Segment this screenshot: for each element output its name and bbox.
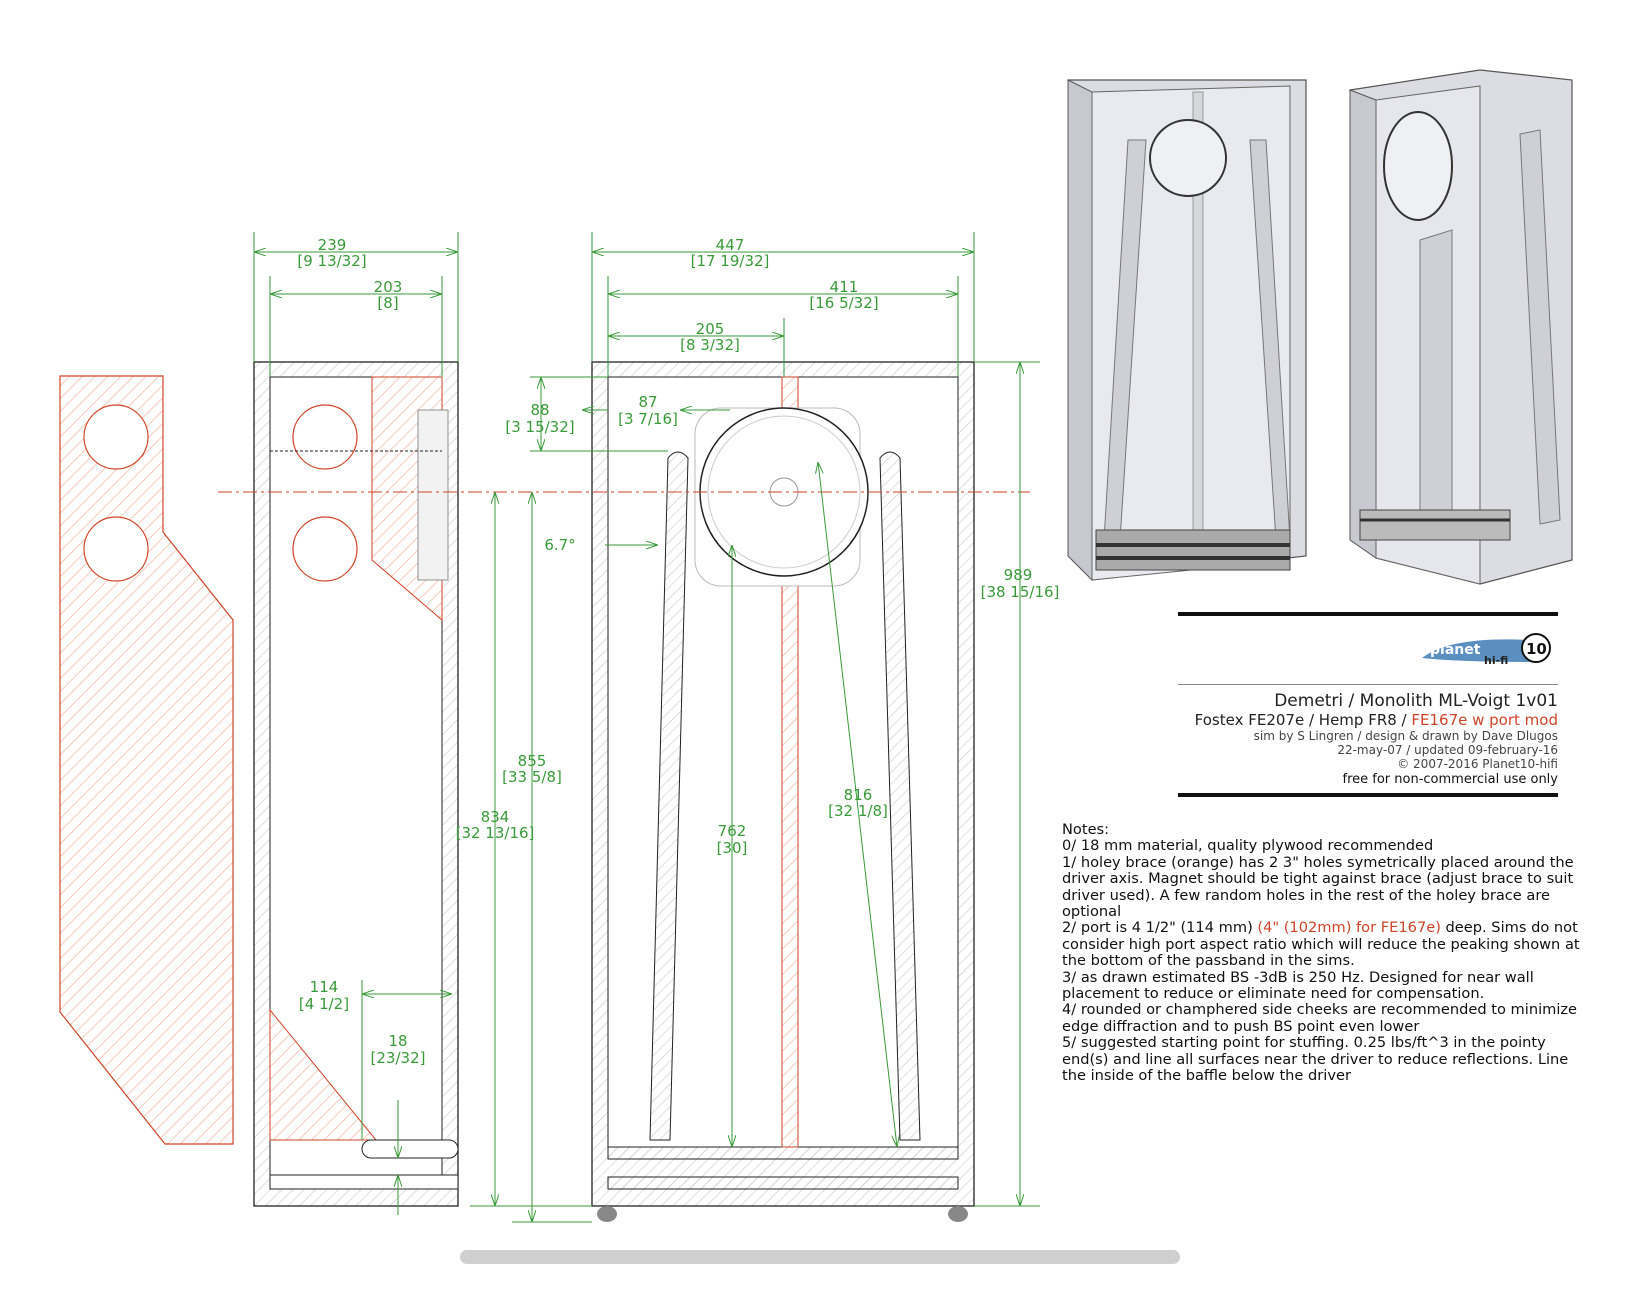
note-4: 4/ rounded or champhered side cheeks are… <box>1062 1001 1578 1035</box>
drawing-credit: sim by S Lingren / design & drawn by Dav… <box>1253 729 1558 743</box>
dim-239-in: [9 13/32] <box>297 252 366 270</box>
dim-816-in: [32 1/8] <box>828 802 888 820</box>
dim-203: 203 <box>374 278 403 296</box>
notes-heading: Notes: <box>1062 821 1110 838</box>
dimension-lines <box>253 232 1040 1223</box>
front-view <box>591 361 975 1222</box>
svg-text:hi-fi: hi-fi <box>1484 654 1508 667</box>
note-3: 3/ as drawn estimated BS -3dB is 250 Hz.… <box>1062 968 1534 1003</box>
holey-brace <box>59 375 234 1145</box>
dim-816: 816 <box>844 786 873 804</box>
side-view <box>253 361 459 1207</box>
dimension-labels: 239 [9 13/32] 203 [8] 447 [17 19/32] 411… <box>297 236 1059 1067</box>
dim-989: 989 <box>1004 566 1033 584</box>
dim-88-in: [3 15/32] <box>505 418 574 436</box>
note-1: 1/ holey brace (orange) has 2 3" holes s… <box>1062 853 1574 921</box>
dim-87-in: [3 7/16] <box>618 410 678 428</box>
title-block-thin-rule <box>1178 684 1558 685</box>
dim-angle: 6.7° <box>544 536 575 554</box>
notes-block: Notes: 0/ 18 mm material, quality plywoo… <box>1062 821 1582 1085</box>
dim-87: 87 <box>638 393 657 411</box>
dim-447-in: [17 19/32] <box>691 252 770 270</box>
planet10-logo: planet hi-fi 10 <box>1420 628 1560 668</box>
dim-18: 18 <box>388 1032 407 1050</box>
dim-18-in: [23/32] <box>371 1049 426 1067</box>
title-block-bottom-rule <box>1178 793 1558 797</box>
dim-855: 855 <box>518 752 547 770</box>
dim-989-in: [38 15/16] <box>981 583 1060 601</box>
drawing-dates: 22-may-07 / updated 09-february-16 <box>1337 743 1558 757</box>
render-front-3d <box>1067 79 1307 582</box>
dim-239: 239 <box>318 236 347 254</box>
horizontal-scrollbar[interactable] <box>460 1250 1180 1264</box>
drawing-subtitle: Fostex FE207e / Hemp FR8 / FE167e w port… <box>1194 711 1558 729</box>
title-block: Demetri / Monolith ML-Voigt 1v01 Fostex … <box>1178 612 1558 797</box>
dim-205: 205 <box>696 320 725 338</box>
dim-203-in: [8] <box>377 294 398 312</box>
dim-114-in: [4 1/2] <box>299 995 349 1013</box>
render-back-3d <box>1349 69 1573 585</box>
dim-88: 88 <box>530 401 549 419</box>
title-block-top-rule <box>1178 612 1558 616</box>
dim-114: 114 <box>310 978 339 996</box>
dim-447: 447 <box>716 236 745 254</box>
dim-762-in: [30] <box>717 839 748 857</box>
dim-834: 834 <box>481 808 510 826</box>
svg-text:planet: planet <box>1430 642 1481 658</box>
drawing-license: free for non-commercial use only <box>1342 772 1559 787</box>
dim-762: 762 <box>718 822 747 840</box>
dim-205-in: [8 3/32] <box>680 336 740 354</box>
note-5: 5/ suggested starting point for stuffing… <box>1062 1034 1569 1085</box>
note-0: 0/ 18 mm material, quality plywood recom… <box>1062 837 1434 855</box>
dim-855-in: [33 5/8] <box>502 768 562 786</box>
dim-411-in: [16 5/32] <box>809 294 878 312</box>
drawing-copyright: © 2007-2016 Planet10-hifi <box>1397 757 1558 771</box>
note-2: 2/ port is 4 1/2" (114 mm) (4" (102mm) f… <box>1062 919 1580 970</box>
dim-411: 411 <box>830 278 859 296</box>
svg-text:10: 10 <box>1526 640 1547 658</box>
dim-834-in: [32 13/16] <box>456 824 535 842</box>
drawing-title: Demetri / Monolith ML-Voigt 1v01 <box>1274 691 1558 711</box>
